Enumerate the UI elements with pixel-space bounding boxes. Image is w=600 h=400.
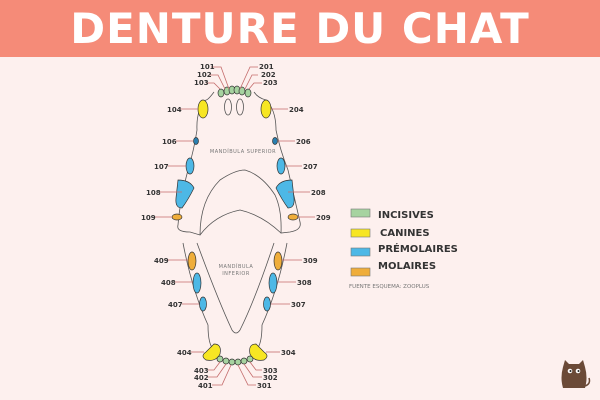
lower-jaw-label-1: MANDÍBULA: [219, 263, 254, 270]
premolar-206: [272, 137, 278, 145]
legend-label-incisives: INCISIVES: [378, 210, 434, 221]
tooth-label: 103: [194, 79, 209, 87]
upper-jaw-label: MANDÍBULA SUPERIOR: [210, 148, 276, 155]
tooth-label: 307: [291, 301, 306, 309]
legend-label-molaires: MOLAIRES: [378, 261, 436, 272]
tooth-label: 407: [168, 301, 183, 309]
lower-jaw-label-2: INFERIOR: [222, 271, 250, 277]
upper-incisors: [217, 85, 252, 98]
tooth-label: 401: [198, 382, 213, 390]
legend-swatch-incisives: [350, 208, 371, 218]
legend-swatch-canines: [350, 228, 371, 238]
tooth-label: 404: [177, 349, 192, 357]
legend: INCISIVES CANINES PRÉMOLAIRES MOLAIRES F…: [349, 208, 458, 290]
premolar-307: [263, 296, 271, 312]
molar-209: [287, 213, 299, 221]
palatine-fissure: [224, 98, 232, 116]
premolar-107: [185, 157, 195, 175]
premolar-208: [275, 179, 295, 209]
premolar-408: [192, 272, 202, 294]
tooth-label: 309: [303, 257, 318, 265]
canine-404: [202, 343, 221, 361]
premolar-207: [276, 157, 286, 175]
lower-jaw-outline: [182, 242, 288, 351]
tooth-label: 402: [194, 374, 209, 382]
molar-309: [273, 251, 283, 271]
tooth-label: 403: [194, 367, 209, 375]
tooth-label: 207: [303, 163, 318, 171]
tooth-label: 106: [162, 138, 177, 146]
tooth-label: 201: [259, 63, 274, 71]
header-banner: DENTURE DU CHAT: [0, 0, 600, 57]
tooth-label: 202: [261, 71, 276, 79]
premolar-407: [199, 296, 207, 312]
tooth-label: 109: [141, 214, 156, 222]
tooth-labels: 101 102 103 201 202 203 104 204 106 206 …: [141, 63, 331, 390]
lower-jaw-inner-outline: [196, 242, 275, 334]
tooth-label: 408: [161, 279, 176, 287]
palatine-fissure: [236, 98, 244, 116]
canine-104: [197, 99, 209, 119]
lower-incisors: [216, 355, 254, 366]
source-credit: FUENTE ESQUEMA: ZOOPLUS: [349, 284, 430, 290]
tooth-label: 203: [263, 79, 278, 87]
tooth-label: 101: [200, 63, 215, 71]
legend-label-canines: CANINES: [380, 228, 430, 239]
molar-409: [187, 251, 197, 271]
page-title: DENTURE DU CHAT: [70, 4, 530, 53]
tooth-label: 208: [311, 189, 326, 197]
legend-swatch-premolaires: [350, 247, 371, 257]
tooth-label: 102: [197, 71, 212, 79]
upper-palate-outline: [199, 209, 282, 236]
tooth-label: 302: [263, 374, 278, 382]
cat-logo: [561, 360, 591, 388]
tooth-label: 303: [263, 367, 278, 375]
leader-lines: [155, 66, 315, 386]
premolar-108: [175, 179, 195, 209]
tooth-label: 409: [154, 257, 169, 265]
tooth-label: 308: [297, 279, 312, 287]
tooth-label: 304: [281, 349, 296, 357]
tooth-label: 204: [289, 106, 304, 114]
canine-204: [260, 99, 272, 119]
tooth-label: 108: [146, 189, 161, 197]
legend-swatch-molaires: [350, 267, 371, 277]
tooth-label: 301: [257, 382, 272, 390]
premolar-106: [193, 137, 199, 145]
molar-109: [171, 213, 183, 221]
tooth-label: 209: [316, 214, 331, 222]
premolar-308: [268, 272, 278, 294]
tooth-label: 107: [154, 163, 169, 171]
legend-label-premolaires: PRÉMOLAIRES: [378, 242, 458, 255]
canine-304: [249, 343, 268, 361]
tooth-label: 104: [167, 106, 182, 114]
tooth-label: 206: [296, 138, 311, 146]
